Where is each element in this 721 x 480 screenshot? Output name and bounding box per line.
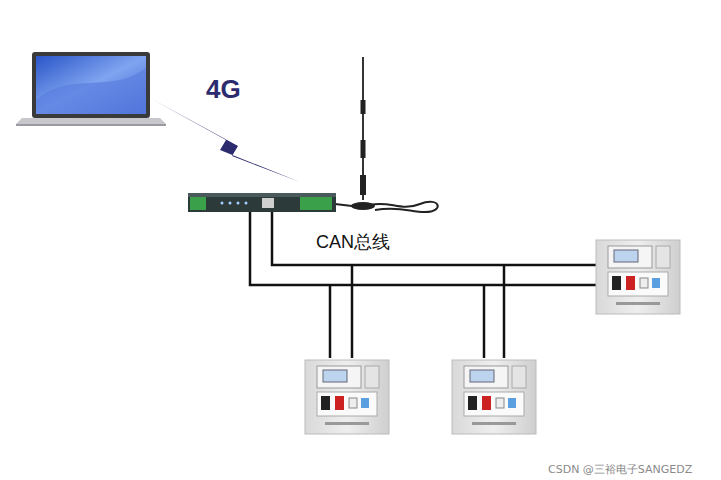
controller-cabinet [596,240,680,314]
antenna-icon [335,57,438,212]
bus-label-box: CAN总线 [316,230,390,254]
watermark: CSDN @三裕电子SANGEDZ [548,462,692,477]
network-label-box: 4G [206,74,241,105]
laptop-icon [16,52,166,126]
gateway-device [188,193,336,212]
can-bus-wires [250,212,596,358]
controller-cabinet [452,360,536,434]
controller-cabinet [305,360,389,434]
bus-label: CAN总线 [316,230,390,254]
watermark-box: CSDN @三裕电子SANGEDZ [548,459,692,477]
network-label: 4G [206,74,241,105]
wireless-bolt [150,98,300,182]
